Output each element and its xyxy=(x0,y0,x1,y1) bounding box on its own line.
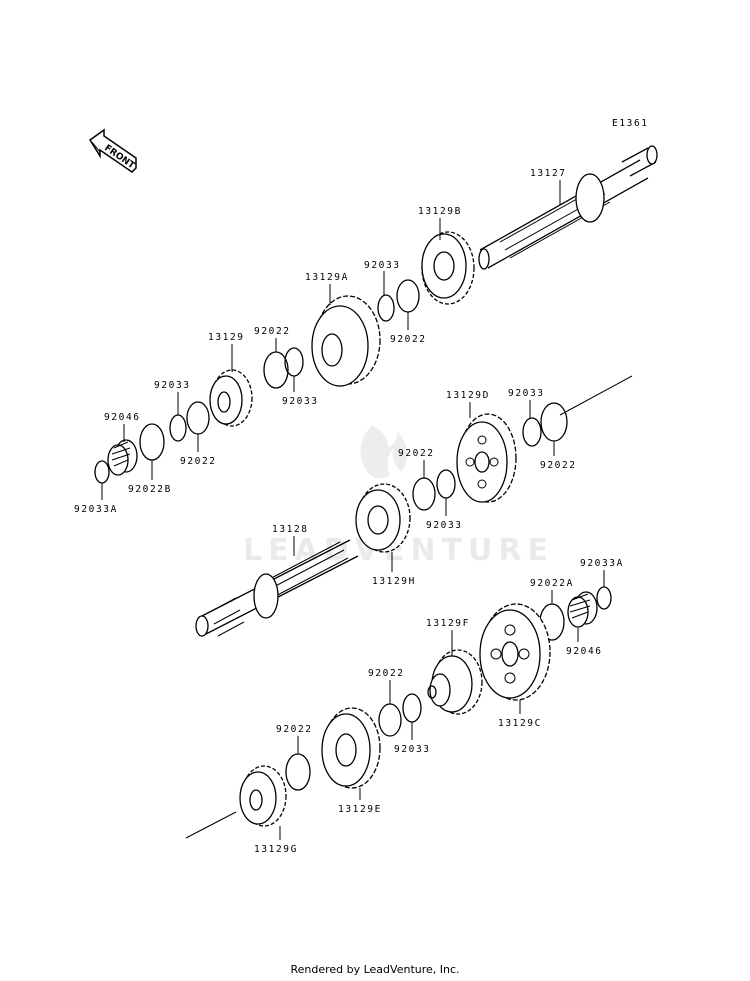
label-92033-top: 92033 xyxy=(364,260,401,271)
label-92022-top: 92022 xyxy=(390,334,427,345)
washer-92022B xyxy=(139,423,165,461)
gear-13129 xyxy=(209,369,253,427)
gear-13129F xyxy=(427,649,483,715)
needle-bearing-92046-right xyxy=(567,591,598,628)
diagram-code: E1361 xyxy=(612,118,649,129)
label-92033-center: 92033 xyxy=(426,520,463,531)
gear-13129D xyxy=(456,413,517,503)
label-13129A: 13129A xyxy=(305,272,349,283)
leader-lines xyxy=(101,180,605,840)
ring-92022-bottom xyxy=(285,753,311,791)
label-92033-left: 92033 xyxy=(154,380,191,391)
label-92033-right: 92033 xyxy=(508,388,545,399)
label-92046-left: 92046 xyxy=(104,412,141,423)
label-92033-low: 92033 xyxy=(394,744,431,755)
label-13129: 13129 xyxy=(208,332,245,343)
gear-13129B xyxy=(421,231,475,305)
gear-13129A xyxy=(311,295,381,387)
label-92022-mid: 92022 xyxy=(254,326,291,337)
gear-13129G xyxy=(239,765,287,827)
gear-13129H xyxy=(355,483,411,553)
front-arrow-icon: FRONT xyxy=(88,128,137,173)
ring-92022-mid xyxy=(263,351,289,389)
needle-bearing-92046-left xyxy=(107,439,138,476)
circlip-92033-center xyxy=(436,469,456,499)
gear-13129E xyxy=(321,707,381,789)
label-13129D: 13129D xyxy=(446,390,490,401)
label-92046-right: 92046 xyxy=(566,646,603,657)
label-13128: 13128 xyxy=(272,524,309,535)
label-13129H: 13129H xyxy=(372,576,416,587)
ring-92022-center xyxy=(412,477,436,511)
label-92033A-right: 92033A xyxy=(580,558,624,569)
label-92022-left: 92022 xyxy=(180,456,217,467)
output-shaft-13127 xyxy=(478,145,658,270)
label-13129G: 13129G xyxy=(254,844,298,855)
label-13129F: 13129F xyxy=(426,618,470,629)
ring-92022-low xyxy=(378,703,402,737)
footer-credit: Rendered by LeadVenture, Inc. xyxy=(290,963,460,976)
part-labels: 13127 13129B 92033 92022 13129A 13129 92… xyxy=(74,168,624,855)
gear-13129C xyxy=(479,603,551,701)
circlip-92033A-left xyxy=(94,460,110,484)
label-92022-bottom: 92022 xyxy=(276,724,313,735)
label-92022B: 92022B xyxy=(128,484,172,495)
drive-shaft-13128 xyxy=(195,539,359,637)
label-92022A: 92022A xyxy=(530,578,574,589)
alignment-line-right xyxy=(559,375,633,416)
label-92033A-left: 92033A xyxy=(74,504,118,515)
label-92022-right: 92022 xyxy=(540,460,577,471)
ring-92022-top xyxy=(396,279,420,313)
label-92033-mid: 92033 xyxy=(282,396,319,407)
alignment-line-left xyxy=(185,811,237,839)
ring-92022-left xyxy=(186,401,210,435)
label-13129B: 13129B xyxy=(418,206,462,217)
label-13127: 13127 xyxy=(530,168,567,179)
circlip-92033A-right xyxy=(596,586,612,610)
circlip-92033-left xyxy=(169,414,187,442)
ring-92022-right xyxy=(540,402,568,442)
label-13129C: 13129C xyxy=(498,718,542,729)
label-92022-center: 92022 xyxy=(398,448,435,459)
circlip-92033-low xyxy=(402,693,422,723)
label-92022-low: 92022 xyxy=(368,668,405,679)
label-13129E: 13129E xyxy=(338,804,382,815)
circlip-92033-right xyxy=(522,417,542,447)
circlip-92033-top xyxy=(377,294,395,322)
